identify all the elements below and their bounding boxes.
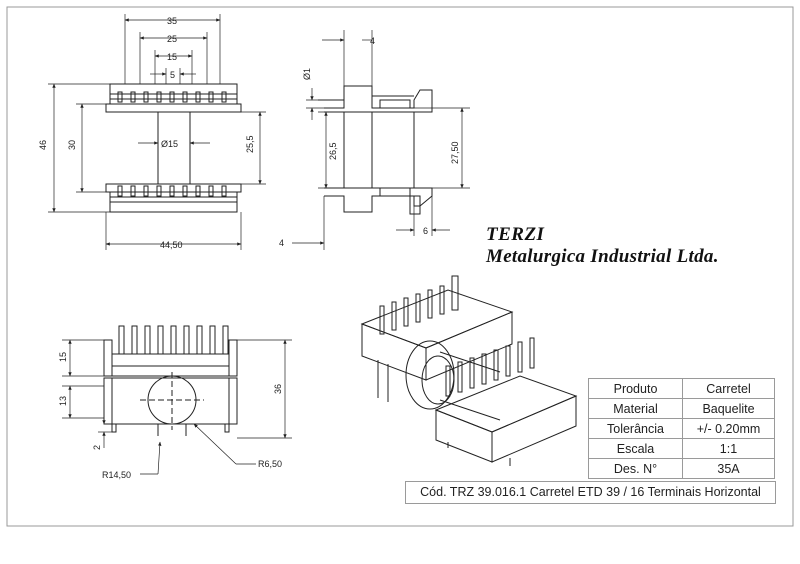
bottom-view xyxy=(103,325,238,436)
title-block-value: 35A xyxy=(682,458,775,479)
dim-25: 25 xyxy=(167,34,177,44)
title-block-value: 1:1 xyxy=(682,438,775,459)
dim-4-top: 4 xyxy=(370,36,375,46)
dim-dia-1: Ø1 xyxy=(302,68,312,80)
part-code: Cód. TRZ 39.016.1 Carretel ETD 39 / 16 T… xyxy=(405,481,776,504)
tall-pins xyxy=(118,325,229,355)
title-block-key: Produto xyxy=(588,378,683,399)
dim-15: 15 xyxy=(167,52,177,62)
dim-6: 6 xyxy=(423,226,428,236)
title-block-value: Baquelite xyxy=(682,398,775,419)
dim-13: 13 xyxy=(58,396,68,406)
title-block-row: Material Baquelite xyxy=(588,398,775,419)
title-block-key: Tolerância xyxy=(588,418,683,439)
dim-r14-50: R14,50 xyxy=(102,470,131,480)
dim-5: 5 xyxy=(170,70,175,80)
dim-25-5: 25,5 xyxy=(245,135,255,153)
isometric-view xyxy=(360,275,578,466)
company-subtitle: Metalurgica Industrial Ltda. xyxy=(486,246,719,267)
dim-46: 46 xyxy=(38,140,48,150)
title-block-row: Produto Carretel xyxy=(588,378,775,399)
title-block-row: Escala 1:1 xyxy=(588,438,775,459)
side-dimensions xyxy=(292,30,470,250)
side-dimension-labels: 4 Ø1 26,5 27,50 4 6 xyxy=(279,36,460,248)
dim-36: 36 xyxy=(273,384,283,394)
front-view xyxy=(105,83,242,213)
title-block-key: Material xyxy=(588,398,683,419)
title-block-value: Carretel xyxy=(682,378,775,399)
title-block-key: Des. N° xyxy=(588,458,683,479)
bottom-dimensions xyxy=(62,339,292,475)
dim-r6-50: R6,50 xyxy=(258,459,282,469)
dim-4-bottom: 4 xyxy=(279,238,284,248)
dim-dia-15: Ø15 xyxy=(161,139,178,149)
front-dimensions xyxy=(48,14,266,250)
front-pins xyxy=(445,337,535,397)
bottom-dimension-labels: 15 13 2 36 R14,50 R6,50 xyxy=(58,352,283,480)
title-block-key: Escala xyxy=(588,438,683,459)
dim-15-bottom: 15 xyxy=(58,352,68,362)
title-block-row: Tolerância +/- 0.20mm xyxy=(588,418,775,439)
dim-26-5: 26,5 xyxy=(328,142,338,160)
dim-44-50: 44,50 xyxy=(160,240,183,250)
dim-2: 2 xyxy=(92,445,102,450)
dim-27-50: 27,50 xyxy=(450,141,460,164)
dim-35: 35 xyxy=(167,16,177,26)
dim-30: 30 xyxy=(67,140,77,150)
front-dimension-labels: 35 25 15 5 46 30 25,5 Ø15 44,50 xyxy=(38,16,255,250)
company-name: TERZI xyxy=(486,224,545,245)
sheet-border xyxy=(6,6,794,527)
title-block-table: Produto Carretel Material Baquelite Tole… xyxy=(588,378,775,479)
rear-pins xyxy=(379,275,459,335)
title-block-row: Des. N° 35A xyxy=(588,458,775,479)
bottom-pins xyxy=(117,185,227,197)
title-block-value: +/- 0.20mm xyxy=(682,418,775,439)
top-pins xyxy=(117,91,227,103)
